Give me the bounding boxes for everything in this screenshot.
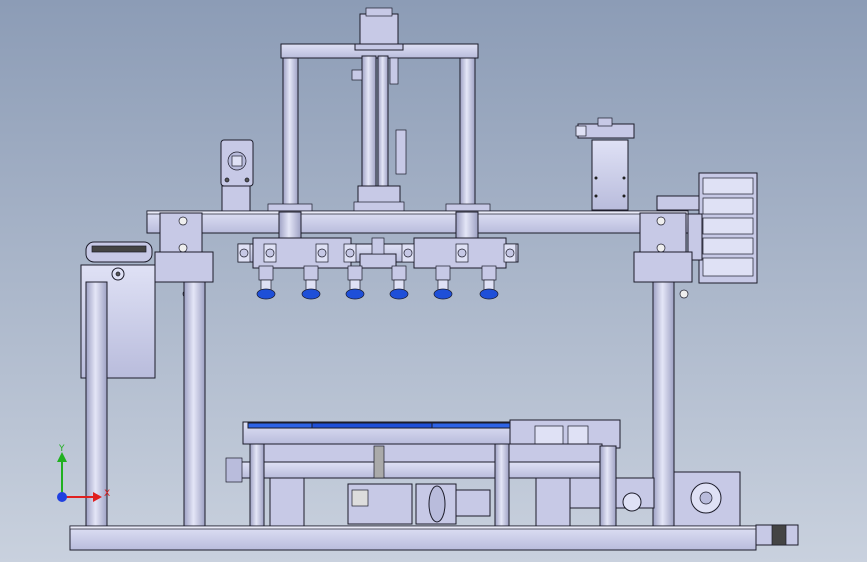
suction-cup xyxy=(345,265,365,300)
top-guide-frame xyxy=(267,7,491,213)
manifold-port xyxy=(315,243,329,263)
suction-manifold xyxy=(237,237,519,269)
manifold-port xyxy=(401,243,415,263)
drag-chain xyxy=(656,172,758,284)
base-plate xyxy=(69,524,799,551)
coordinate-triad-icon: Y X xyxy=(57,444,110,502)
triad-x-label: X xyxy=(104,489,110,499)
valve-block-right xyxy=(575,117,635,211)
manifold-port xyxy=(503,243,517,263)
suction-cup xyxy=(479,265,499,300)
suction-cup xyxy=(301,265,321,300)
suction-cup-row xyxy=(256,265,499,300)
manifold-port xyxy=(237,243,251,263)
suction-cup xyxy=(433,265,453,300)
sensor-bracket-left xyxy=(220,139,254,213)
triad-y-label: Y xyxy=(58,444,65,454)
manifold-port-row xyxy=(237,243,517,263)
manifold-port xyxy=(343,243,357,263)
lower-tray-assembly xyxy=(225,419,741,527)
lower-short-columns xyxy=(249,443,617,527)
manifold-port xyxy=(263,243,277,263)
vertical-columns xyxy=(85,211,675,527)
manifold-port xyxy=(455,243,469,263)
suction-cup xyxy=(389,265,409,300)
suction-cup xyxy=(256,265,276,300)
